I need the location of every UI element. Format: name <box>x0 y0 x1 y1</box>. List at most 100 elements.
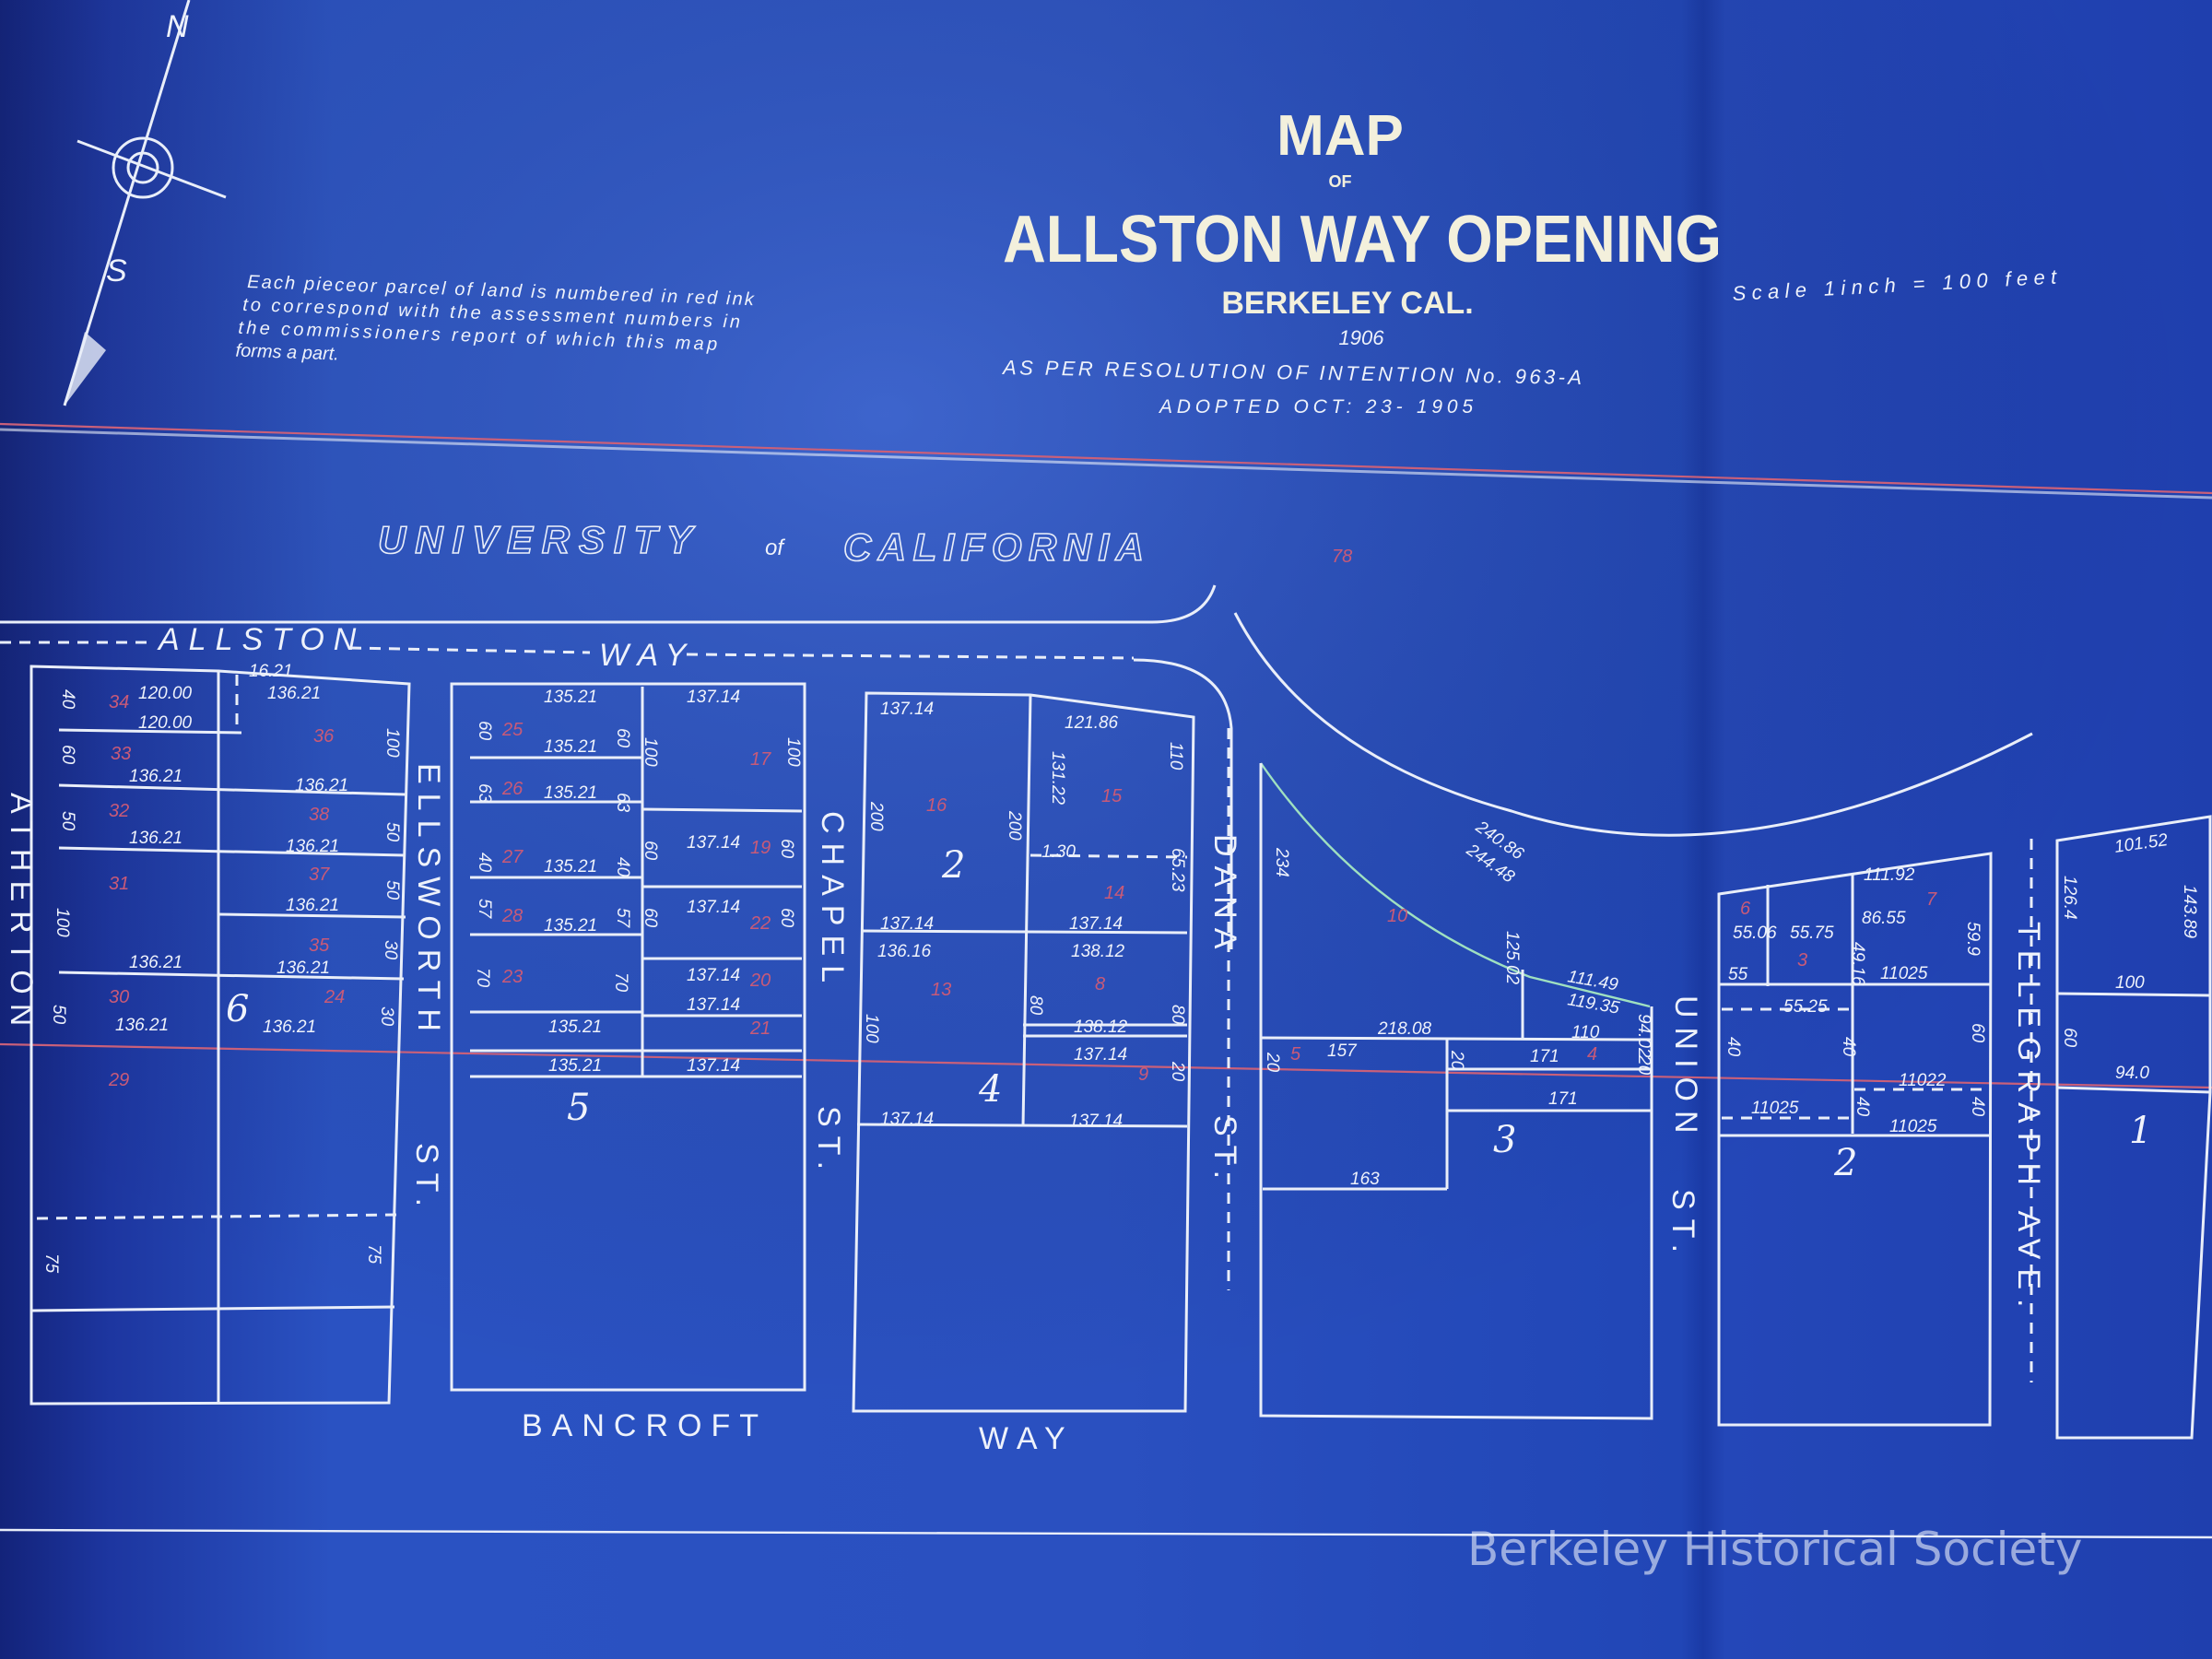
block-1 <box>2055 815 2212 1440</box>
lot-number: 4 <box>1587 1044 1597 1065</box>
parcel-dimension-label: 171 <box>1530 1047 1559 1066</box>
campus-boundary-line <box>0 422 2212 495</box>
lot-number: 26 <box>501 779 524 799</box>
parcel-dimension-label: 136.21 <box>263 1018 316 1037</box>
label-university: UNIVERSITY <box>378 518 696 561</box>
label-ellsworth: ELLSWORTH <box>411 763 446 1041</box>
parcel-dimension-label: 60 <box>58 745 77 765</box>
parcel-dimension-label: 138.12 <box>1071 942 1125 961</box>
parcel-dimension-label: 1.30 <box>1041 842 1076 862</box>
parcel-dimension-label: 136.21 <box>129 829 182 848</box>
parcel-dimension-label: 157 <box>1327 1041 1358 1061</box>
parcel-dimension-label: 40 <box>58 689 77 710</box>
label-california: CALIFORNIA <box>843 525 1147 569</box>
parcel-dimension-label: 135.21 <box>544 737 597 757</box>
parcel-dimension-label: 40 <box>1724 1037 1743 1057</box>
note-line-4: forms a part. <box>235 341 339 365</box>
label-allston: ALLSTON <box>157 622 365 657</box>
compass-north-label: N <box>166 9 189 44</box>
lot-number: 34 <box>109 692 129 712</box>
lot-number: 36 <box>313 726 335 747</box>
parcel-dimension-label: 100 <box>53 908 72 937</box>
parcel-dimension-label: 135.21 <box>544 783 597 803</box>
parcel-dimension-label: 63 <box>475 783 494 804</box>
parcel-dimension-label: 40 <box>1839 1037 1858 1057</box>
lot-number: 27 <box>501 847 524 867</box>
lot-number: 9 <box>1138 1065 1148 1085</box>
block-4 <box>852 691 1195 1413</box>
parcel-dimension-label: 40 <box>613 857 632 877</box>
lot-number: 23 <box>501 967 523 987</box>
lot-number: 31 <box>109 874 129 894</box>
label-of: of <box>765 535 785 560</box>
parcel-dimension-label: 11025 <box>1889 1117 1937 1136</box>
block-number: 6 <box>226 988 249 1030</box>
lot-number: 8 <box>1095 974 1105 994</box>
parcel-dimension-label: 131.22 <box>1048 751 1067 806</box>
block-number: 1 <box>2129 1110 2152 1152</box>
parcel-dimension-label: 135.21 <box>544 688 597 707</box>
parcel-dimension-label: 137.14 <box>687 833 740 853</box>
parcel-dimension-label: 60 <box>777 839 796 859</box>
title-adopted: ADOPTED OCT: 23- 1905 <box>1158 396 1473 418</box>
lot-number: 6 <box>1740 899 1751 919</box>
watermark: Berkeley Historical Society <box>1467 1523 2082 1576</box>
title-year: 1906 <box>1339 326 1385 349</box>
label-bancroft-way: WAY <box>979 1421 1075 1456</box>
parcel-dimension-label: 136.21 <box>129 767 182 786</box>
parcel-dimension-label: 120.00 <box>138 684 193 703</box>
label-atherton: ATHERTON <box>4 793 39 1035</box>
parcel-dimension-label: 94.0 <box>2115 1064 2149 1083</box>
red-assessment-line <box>0 1042 2212 1089</box>
label-union-st: ST. <box>1665 1189 1700 1262</box>
parcel-dimension-label: 137.14 <box>687 995 740 1015</box>
parcel-dimension-label: 50 <box>58 811 77 831</box>
lot-number: 22 <box>749 913 771 934</box>
parcel-dimension-label: 75 <box>364 1244 383 1265</box>
lot-number: 30 <box>109 987 129 1007</box>
parcel-dimension-label: 143.89 <box>2180 885 2199 939</box>
parcel-dimension-label: 55.25 <box>1783 997 1828 1017</box>
parcel-dimension-label: 111.92 <box>1864 865 1915 885</box>
label-chapel: CHAPEL <box>815 811 850 992</box>
block-number: 2 <box>1833 1142 1857 1184</box>
parcel-dimension-label: 50 <box>49 1005 68 1025</box>
lot-number: 28 <box>501 906 523 926</box>
label-telegraph: TELEGRAPH AVE. <box>2011 922 2046 1316</box>
lot-number: 7 <box>1926 889 1937 910</box>
parcel-dimension-label: 137.14 <box>880 914 934 934</box>
parcel-dimension-label: 63 <box>613 793 632 813</box>
parcel-dimension-label: 137.14 <box>687 898 740 917</box>
parcel-dimension-label: 59.9 <box>1963 922 1983 956</box>
parcel-dimension-label: 80 <box>1168 1005 1187 1025</box>
parcel-dimension-label: 138.12 <box>1074 1018 1128 1037</box>
parcel-dimension-label: 135.21 <box>544 857 597 877</box>
compass-south-label: S <box>106 253 127 288</box>
bottom-border-line <box>0 1528 2212 1539</box>
parcel-dimension-label: 60 <box>2060 1028 2079 1048</box>
parcel-dimension-label: 11025 <box>1880 964 1928 983</box>
parcel-dimension-label: 40 <box>475 853 494 873</box>
title-place: BERKELEY CAL. <box>1221 286 1473 321</box>
lot-number: 38 <box>309 805 329 825</box>
parcel-dimension-label: 50 <box>382 880 402 900</box>
lot-number: 13 <box>931 980 951 1000</box>
lot-number: 29 <box>108 1070 129 1090</box>
parcel-dimension-label: 137.14 <box>687 966 740 985</box>
parcel-dimension-label: 137.14 <box>1069 914 1123 934</box>
lot-number: 37 <box>309 865 330 885</box>
title-map: MAP <box>1277 104 1404 168</box>
parcel-dimension-label: 234 <box>1272 847 1291 877</box>
block-number: 5 <box>567 1087 590 1129</box>
allston-way-street: ALLSTON WAY <box>0 584 1233 949</box>
label-ellsworth-st: ST. <box>409 1143 444 1216</box>
parcel-dimension-label: 136.21 <box>267 684 321 703</box>
parcel-dimension-label: 135.21 <box>548 1018 602 1037</box>
lot-number: 15 <box>1101 786 1123 806</box>
parcel-dimension-label: 40 <box>1853 1097 1872 1117</box>
parcel-dimension-label: 60 <box>1968 1023 1987 1043</box>
parcel-dimension-label: 30 <box>377 1006 396 1027</box>
parcel-dimension-label: 136.21 <box>115 1016 169 1035</box>
parcel-dimension-label: 110 <box>1166 742 1185 771</box>
